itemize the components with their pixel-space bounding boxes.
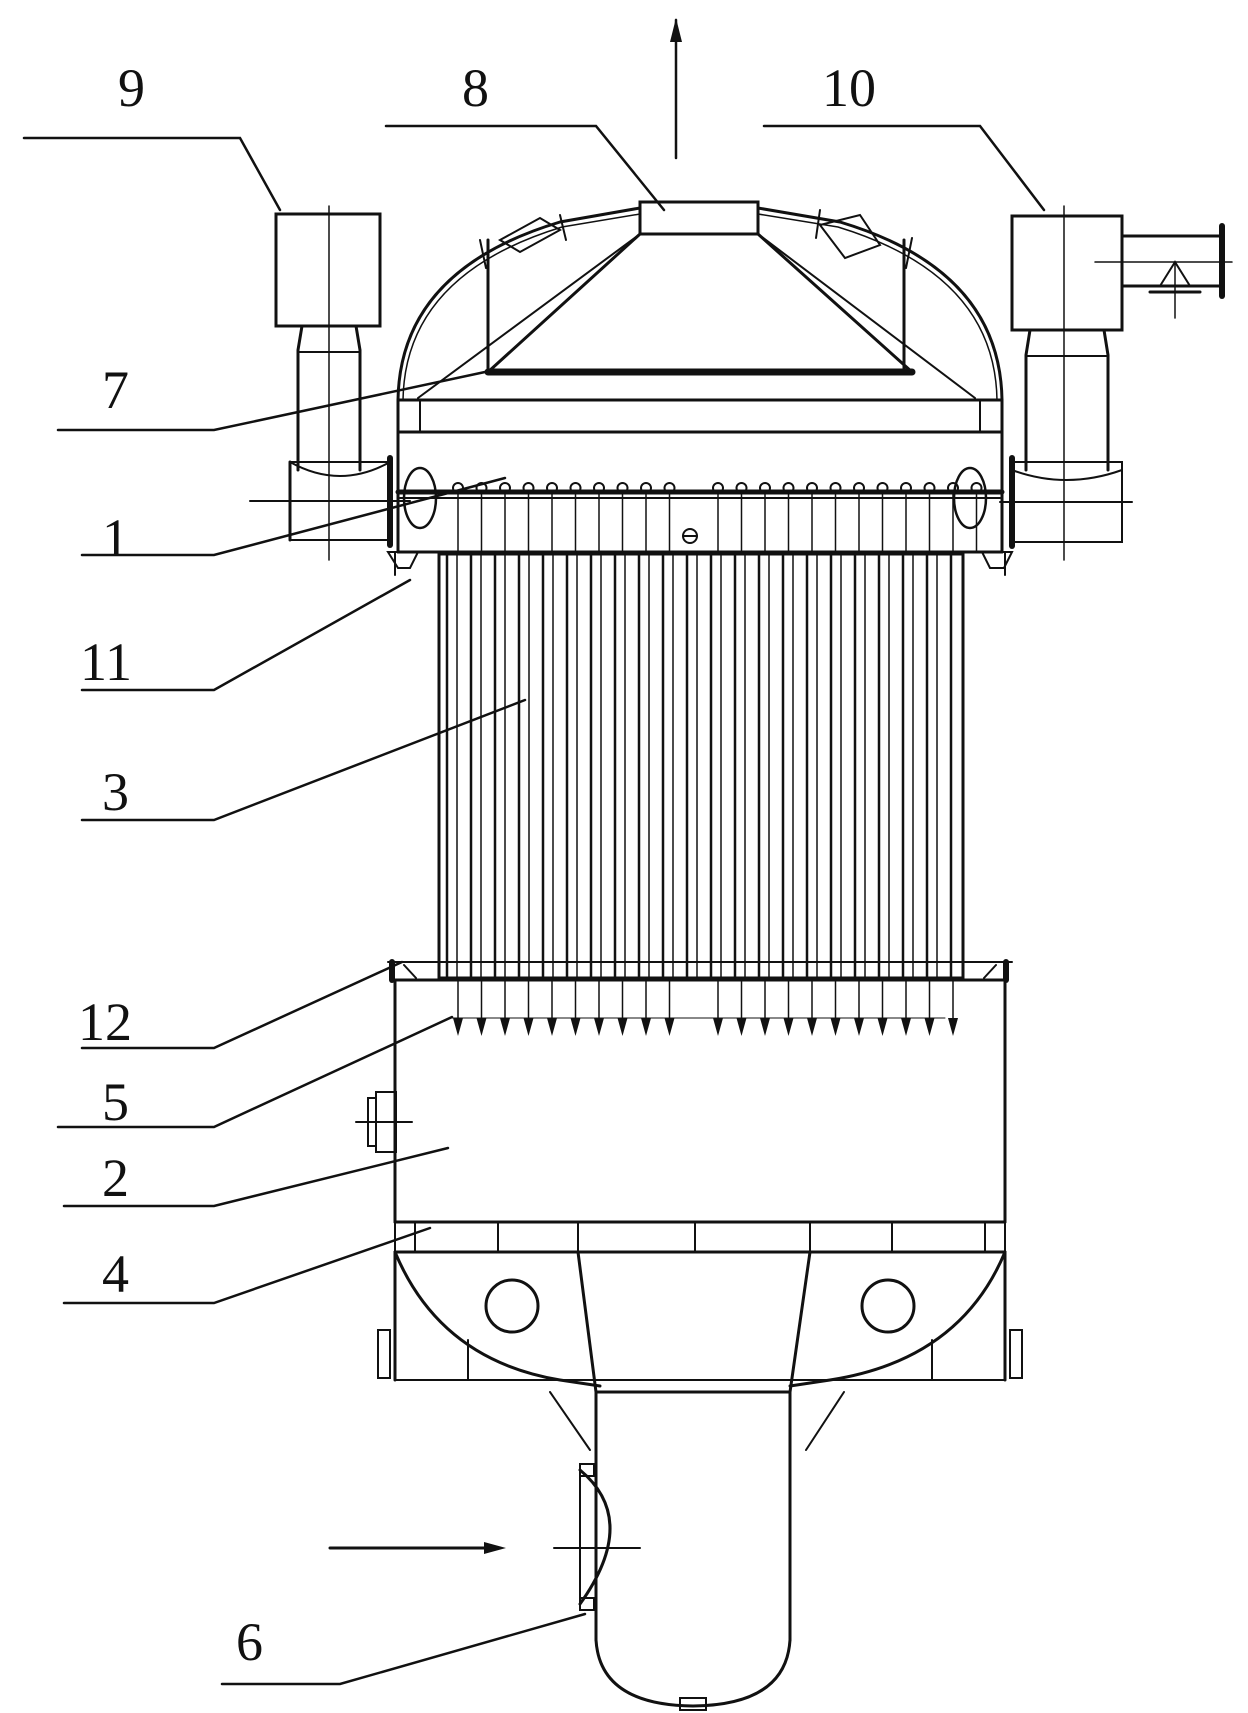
lower-nozzle-tip — [901, 1018, 911, 1036]
label-7: 7 — [102, 360, 129, 420]
lower-nozzle-tip — [594, 1018, 604, 1036]
lower-nozzle-tip — [500, 1018, 510, 1036]
support-grid — [395, 1222, 1005, 1252]
label-4: 4 — [102, 1244, 129, 1304]
lower-nozzle-tip — [571, 1018, 581, 1036]
left-inlet-pipe — [250, 206, 410, 560]
label-1: 1 — [102, 508, 129, 568]
lower-nozzle-tip — [807, 1018, 817, 1036]
mixing-chamber — [356, 962, 1012, 1222]
lower-nozzle-tip — [784, 1018, 794, 1036]
label-12: 12 — [78, 992, 132, 1052]
lower-nozzle-tip — [854, 1018, 864, 1036]
lower-nozzle-tip — [453, 1018, 463, 1036]
lower-nozzle-tip — [477, 1018, 487, 1036]
right-outlet-pipe — [1000, 206, 1232, 560]
tube-bundle — [439, 554, 963, 978]
label-10: 10 — [822, 58, 876, 118]
lower-nozzle-row — [452, 978, 958, 1036]
leader-lines — [24, 126, 1044, 1684]
internal-distribution-cone — [418, 234, 975, 398]
lower-nozzle-tip — [948, 1018, 958, 1036]
label-8: 8 — [462, 58, 489, 118]
label-2: 2 — [102, 1148, 129, 1208]
lower-nozzle-tip — [737, 1018, 747, 1036]
lower-nozzle-tip — [760, 1018, 770, 1036]
part-labels: 9 8 10 7 1 11 3 12 5 2 4 6 — [78, 58, 876, 1672]
lower-nozzle-tip — [713, 1018, 723, 1036]
label-11: 11 — [80, 632, 132, 692]
feed-inlet-arrow — [330, 1542, 506, 1554]
bottom-drum — [550, 1392, 844, 1710]
lower-nozzle-tip — [547, 1018, 557, 1036]
bottom-head-skirt — [378, 1252, 1022, 1392]
label-5: 5 — [102, 1072, 129, 1132]
lower-nozzle-tip — [925, 1018, 935, 1036]
lower-nozzle-tip — [665, 1018, 675, 1036]
label-9: 9 — [118, 58, 145, 118]
lower-nozzle-tip — [524, 1018, 534, 1036]
lower-nozzle-tip — [878, 1018, 888, 1036]
lower-nozzle-tip — [618, 1018, 628, 1036]
label-3: 3 — [102, 762, 129, 822]
lower-nozzle-tip — [641, 1018, 651, 1036]
label-6: 6 — [236, 1612, 263, 1672]
lower-nozzle-tip — [831, 1018, 841, 1036]
